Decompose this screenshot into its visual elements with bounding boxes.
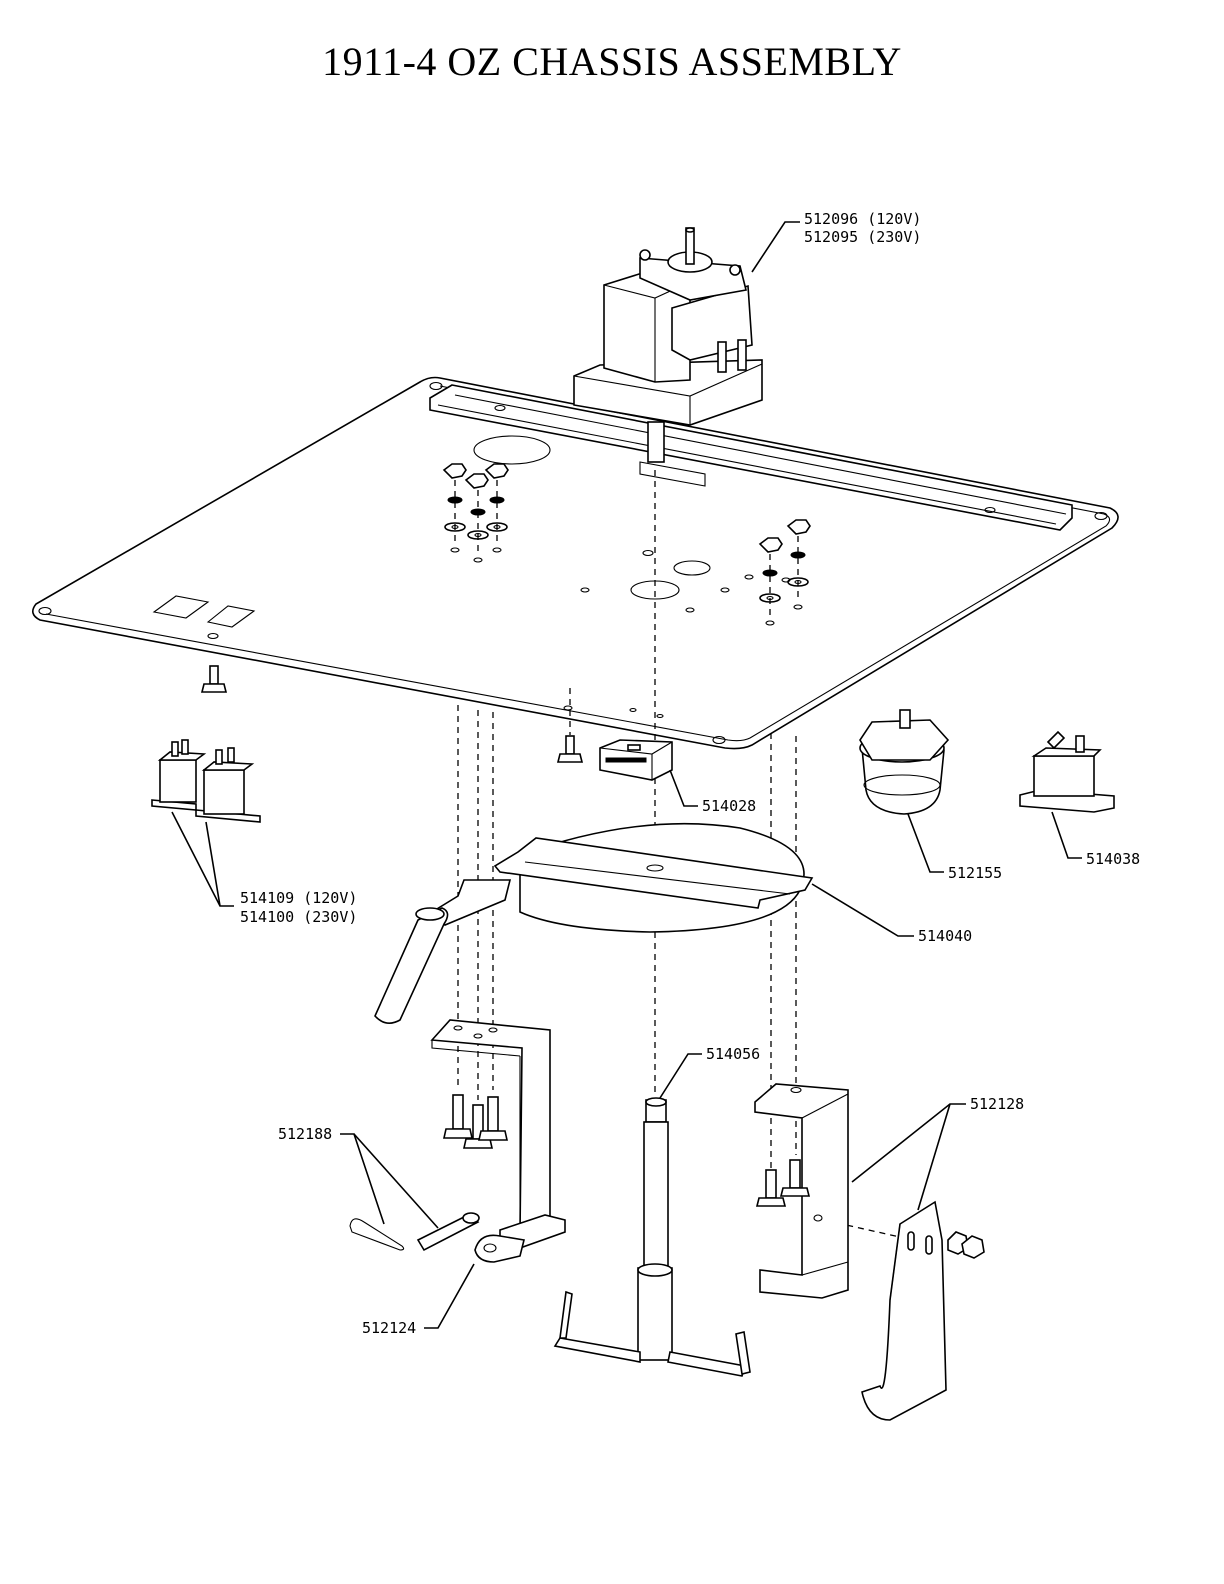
callout-relay: 514028 [702,797,756,815]
callout-stir-plate: 514040 [918,927,972,945]
callout-bracket: 512128 [970,1095,1024,1113]
hitch-pin [350,1213,479,1250]
callout-agitator-shaft: 514056 [706,1045,760,1063]
callout-motor-230v: 512095 (230V) [804,228,921,246]
callout-thermostat: 512155 [948,864,1002,882]
left-bracket-screws [444,1095,507,1148]
chassis-plate [33,378,1118,749]
clevis [475,1235,524,1262]
rocker-switch [1020,732,1114,812]
bracket-plate [862,1202,984,1420]
relay-block [600,740,672,780]
callout-motor-120v: 512096 (120V) [804,210,921,228]
callout-rocker-switch: 514038 [1086,850,1140,868]
callout-switch-230v: 514100 (230V) [240,908,357,926]
callout-clevis: 512124 [362,1319,416,1337]
callout-switch-120v: 514109 (120V) [240,889,357,907]
thermostat-knob [860,710,948,814]
toggle-switches [152,740,260,822]
callout-hitch-pin: 512188 [278,1125,332,1143]
stir-plate [375,824,812,1024]
agitator-shaft [555,1098,750,1376]
